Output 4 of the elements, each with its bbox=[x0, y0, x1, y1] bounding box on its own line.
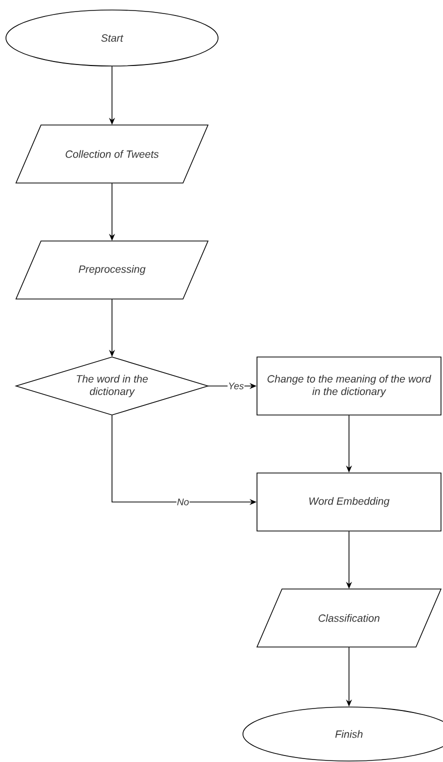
process-box: Word Embedding bbox=[256, 472, 442, 532]
process-box: Change to the meaning of the word in the dictionary bbox=[256, 356, 442, 416]
edge-label: No bbox=[176, 498, 190, 506]
edge-label: Yes bbox=[228, 382, 244, 390]
